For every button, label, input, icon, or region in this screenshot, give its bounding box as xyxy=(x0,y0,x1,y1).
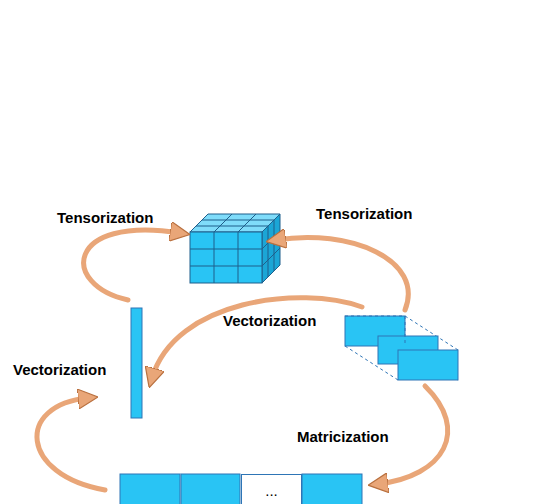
vector-bar xyxy=(131,308,142,418)
ellipsis-block: ... xyxy=(241,474,302,504)
arrows xyxy=(37,230,448,490)
row-block xyxy=(181,474,240,504)
cube-front-grid xyxy=(190,232,262,283)
cube-top-grid xyxy=(196,214,274,232)
row-block xyxy=(302,474,362,504)
cube-front-face xyxy=(190,232,262,283)
tensor-cube xyxy=(190,214,280,283)
cube-side-grid xyxy=(262,220,280,277)
curved-arrow xyxy=(84,230,180,300)
node-text: ... xyxy=(265,482,278,499)
slice-dashed-edges xyxy=(345,316,458,380)
operation-label: Tensorization xyxy=(57,209,153,226)
matricized-row xyxy=(120,474,362,504)
operation-label: Vectorization xyxy=(13,361,106,378)
operation-label: Tensorization xyxy=(316,205,412,222)
cube-side-face xyxy=(262,214,280,283)
matrix-slices xyxy=(345,316,458,380)
row-block xyxy=(120,474,180,504)
slice-dashed-outline xyxy=(345,316,405,346)
curved-arrow xyxy=(37,398,105,490)
curved-arrow xyxy=(152,298,362,378)
operation-label: Vectorization xyxy=(223,312,316,329)
matrix-slice xyxy=(398,350,458,380)
operation-label: Matricization xyxy=(297,428,389,445)
